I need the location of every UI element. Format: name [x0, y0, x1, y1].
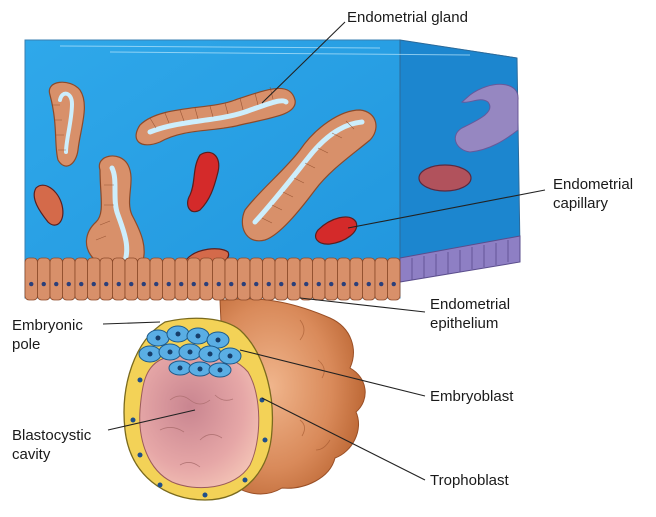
epithelial-cell	[375, 258, 388, 300]
epithelial-cell-nucleus	[329, 282, 333, 286]
epithelial-cell-nucleus	[354, 282, 358, 286]
epithelial-cell-nucleus	[29, 282, 33, 286]
epithelial-cell	[263, 258, 276, 300]
epithelial-cell	[325, 258, 338, 300]
epithelial-cell-nucleus	[367, 282, 371, 286]
label-embryoblast: Embryoblast	[430, 387, 513, 406]
epithelial-cell	[250, 258, 263, 300]
epithelial-cell-nucleus	[254, 282, 258, 286]
label-embryonic-pole: Embryonic pole	[12, 316, 83, 354]
epithelial-cell	[338, 258, 351, 300]
epithelial-cell-nucleus	[104, 282, 108, 286]
epithelial-cell-nucleus	[192, 282, 196, 286]
epithelial-cell	[313, 258, 326, 300]
epithelial-cell-nucleus	[317, 282, 321, 286]
epithelial-cell-nucleus	[292, 282, 296, 286]
epithelial-cell	[163, 258, 176, 300]
epithelial-cell-nucleus	[142, 282, 146, 286]
label-endometrial-epithelium-line2: epithelium	[430, 314, 510, 333]
label-endometrial-capillary: Endometrial capillary	[553, 175, 633, 213]
epithelial-cell	[363, 258, 376, 300]
epithelial-cell	[300, 258, 313, 300]
epithelial-cell-nucleus	[217, 282, 221, 286]
stroma-side-face	[400, 40, 520, 272]
epithelial-cell-nucleus	[279, 282, 283, 286]
epithelial-cell-nucleus	[204, 282, 208, 286]
epithelial-cell-nucleus	[67, 282, 71, 286]
label-endometrial-epithelium: Endometrial epithelium	[430, 295, 510, 333]
epithelial-cell-nucleus	[79, 282, 83, 286]
epithelial-cell-nucleus	[54, 282, 58, 286]
epithelial-cell	[350, 258, 363, 300]
epithelial-cell-nucleus	[242, 282, 246, 286]
epithelial-cell	[88, 258, 101, 300]
epithelial-cell	[213, 258, 226, 300]
epithelial-cell	[38, 258, 51, 300]
label-endometrial-capillary-line2: capillary	[553, 194, 633, 213]
epithelial-cell	[25, 258, 38, 300]
label-embryonic-pole-line1: Embryonic	[12, 316, 83, 335]
epithelial-cell	[125, 258, 138, 300]
epithelial-cell-nucleus	[379, 282, 383, 286]
epithelial-cell	[288, 258, 301, 300]
epithelial-cell-nucleus	[179, 282, 183, 286]
label-blastocystic-cavity-line2: cavity	[12, 445, 91, 464]
epithelial-cell-nucleus	[167, 282, 171, 286]
epithelial-cell-nucleus	[154, 282, 158, 286]
epithelial-cell	[275, 258, 288, 300]
epithelial-cell	[188, 258, 201, 300]
epithelial-cell	[75, 258, 88, 300]
epithelial-cell	[50, 258, 63, 300]
epithelial-cell-nucleus	[342, 282, 346, 286]
epithelial-cell	[225, 258, 238, 300]
label-blastocystic-cavity-line1: Blastocystic	[12, 426, 91, 445]
label-endometrial-capillary-line1: Endometrial	[553, 175, 633, 194]
epithelial-cell	[388, 258, 401, 300]
epithelial-cell-nucleus	[117, 282, 121, 286]
label-endometrial-epithelium-line1: Endometrial	[430, 295, 510, 314]
epithelial-cell-nucleus	[304, 282, 308, 286]
side-capillary	[419, 165, 471, 191]
epithelial-cell	[63, 258, 76, 300]
epithelial-cell-nucleus	[267, 282, 271, 286]
epithelial-cell	[175, 258, 188, 300]
label-embryonic-pole-line2: pole	[12, 335, 83, 354]
epithelial-cell-nucleus	[229, 282, 233, 286]
epithelial-cell-nucleus	[129, 282, 133, 286]
epithelial-cell-nucleus	[42, 282, 46, 286]
epithelial-cell	[100, 258, 113, 300]
blastocyst	[124, 318, 272, 500]
endometrial-epithelium	[25, 258, 400, 300]
epithelial-cell-nucleus	[392, 282, 396, 286]
label-trophoblast: Trophoblast	[430, 471, 509, 490]
epithelial-cell	[113, 258, 126, 300]
label-blastocystic-cavity: Blastocystic cavity	[12, 426, 91, 464]
epithelial-cell	[200, 258, 213, 300]
label-endometrial-gland: Endometrial gland	[347, 8, 468, 27]
epithelial-cell	[150, 258, 163, 300]
epithelial-cell-nucleus	[92, 282, 96, 286]
epithelial-cell	[238, 258, 251, 300]
epithelial-cell	[138, 258, 151, 300]
